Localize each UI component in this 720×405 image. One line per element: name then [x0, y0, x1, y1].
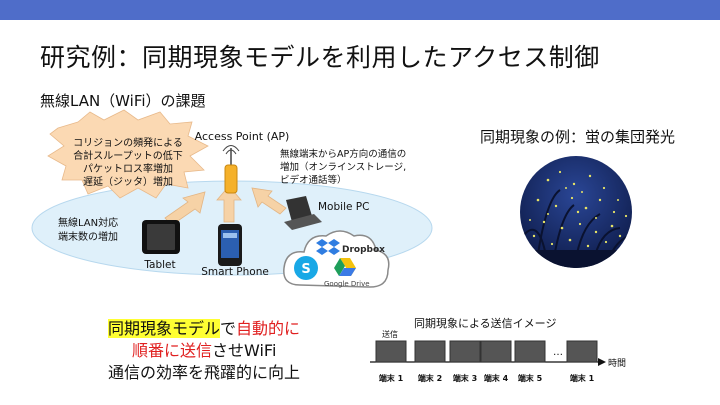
terminal-label: 端末 3 — [453, 373, 477, 383]
terminals-line-2: 端末数の増加 — [58, 230, 118, 243]
summary-red-2: 順番に送信 — [132, 341, 213, 360]
access-point-icon — [222, 145, 240, 194]
arrow-pc-to-ap — [251, 187, 287, 215]
traffic-line-1: 無線端末からAP方向の通信の — [280, 148, 406, 160]
problem-line-4: 遅延（ジッタ）増加 — [83, 175, 173, 188]
tx-slot-3 — [449, 340, 481, 363]
problem-starburst — [47, 109, 209, 199]
timeline-ellipsis: … — [553, 347, 563, 358]
mobilepc-label: Mobile PC — [318, 201, 369, 213]
summary-highlight: 同期現象モデル — [108, 319, 221, 338]
dropbox-label: Dropbox — [342, 245, 385, 255]
tablet-label: Tablet — [143, 259, 175, 271]
problem-line-1: コリジョンの頻発による — [73, 136, 183, 149]
terminals-line-1: 無線LAN対応 — [58, 216, 118, 229]
top-accent-bar — [0, 0, 720, 20]
tx-slot-6 — [566, 340, 598, 363]
google-drive-icon — [334, 258, 356, 276]
smartphone-label: Smart Phone — [201, 266, 269, 278]
summary-red-1: 自動的に — [236, 319, 301, 338]
terminal-label: 端末 1 — [570, 373, 595, 383]
traffic-line-2: 増加（オンラインストレージ, — [280, 161, 406, 173]
summary-line-3: 通信の効率を飛躍的に向上 — [108, 363, 301, 382]
skype-icon: S — [294, 256, 318, 280]
google-drive-label: Google Drive — [324, 280, 370, 288]
slide-title: 研究例：同期現象モデルを利用したアクセス制御 — [40, 43, 600, 72]
time-axis-label: 時間 — [608, 358, 626, 369]
tx-slot-2 — [414, 340, 446, 363]
tx-slot-4 — [480, 340, 512, 363]
laptop-icon — [284, 196, 322, 230]
slide-subtitle: 無線LAN（WiFi）の課題 — [40, 92, 206, 110]
problem-line-3: パケットロス率増加 — [83, 162, 173, 175]
dropbox-icon — [316, 239, 340, 255]
terminal-label: 端末 4 — [484, 373, 509, 383]
terminal-label: 端末 2 — [418, 373, 442, 383]
send-label: 送信 — [382, 329, 398, 339]
traffic-line-3: ビデオ通話等） — [280, 174, 347, 186]
summary-connector: で — [220, 319, 237, 338]
tx-slot-5 — [514, 340, 546, 363]
svg-text:S: S — [301, 262, 310, 277]
ap-label: Access Point (AP) — [195, 130, 290, 143]
timeline-heading: 同期現象による送信イメージ — [414, 317, 557, 330]
tx-slot-1 — [375, 340, 407, 363]
smartphone-icon — [218, 224, 242, 266]
tablet-icon — [142, 220, 180, 254]
summary-text: 同期現象モデルで自動的に 順番に送信させWiFi 通信の効率を飛躍的に向上 — [108, 318, 300, 384]
problem-line-2: 合計スループットの低下 — [73, 149, 182, 162]
sync-example-heading: 同期現象の例：蛍の集団発光 — [480, 128, 676, 146]
terminal-label: 端末 1 — [379, 373, 404, 383]
firefly-night-illustration — [520, 156, 632, 268]
summary-wifi: させWiFi — [212, 341, 277, 360]
terminal-label: 端末 5 — [518, 373, 543, 383]
transmission-timeline — [370, 340, 606, 366]
